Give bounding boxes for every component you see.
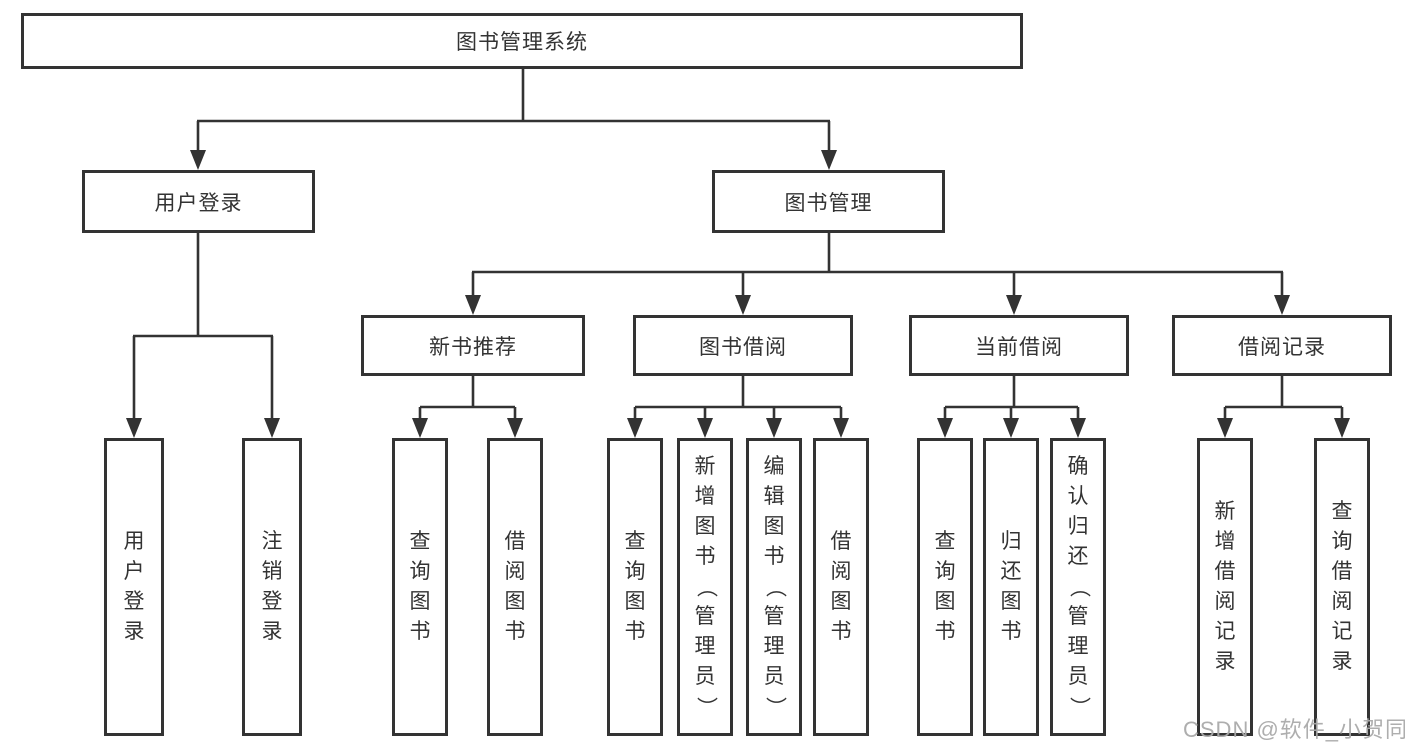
leaf-add-borrow-record-label: 新增借阅记录	[1214, 500, 1236, 673]
arrow-down-icon	[937, 418, 953, 438]
leaf-user-login: 用户登录	[104, 438, 164, 736]
leaf-add-books-admin-label: 新增图书（管理员）	[694, 455, 717, 718]
arrow-down-icon	[821, 150, 837, 170]
arrow-down-icon	[627, 418, 643, 438]
node-borrow-records: 借阅记录	[1172, 315, 1392, 376]
leaf-query-books-recommend: 查询图书	[392, 438, 448, 736]
leaf-logout-label: 注销登录	[261, 530, 283, 643]
node-current-borrow-label: 当前借阅	[975, 335, 1063, 359]
node-book-borrow: 图书借阅	[633, 315, 853, 376]
arrow-down-icon	[126, 418, 142, 438]
leaf-edit-books-admin-label: 编辑图书（管理员）	[763, 455, 786, 718]
node-new-book-recommend: 新书推荐	[361, 315, 585, 376]
csdn-watermark: CSDN @软件_小贺同学	[1183, 717, 1405, 742]
leaf-query-books-recommend-label: 查询图书	[409, 530, 431, 643]
leaf-query-borrow-record-label: 查询借阅记录	[1331, 500, 1353, 673]
node-root: 图书管理系统	[21, 13, 1023, 69]
node-book-management-label: 图书管理	[784, 191, 873, 215]
arrow-down-icon	[264, 418, 280, 438]
node-book-borrow-label: 图书借阅	[699, 335, 787, 359]
leaf-return-books-label: 归还图书	[1000, 530, 1022, 643]
leaf-query-books-borrow: 查询图书	[607, 438, 663, 736]
leaf-query-books-current: 查询图书	[917, 438, 973, 736]
arrow-down-icon	[766, 418, 782, 438]
arrow-down-icon	[735, 295, 751, 315]
node-user-login-label: 用户登录	[154, 191, 243, 215]
node-book-management: 图书管理	[712, 170, 945, 233]
arrow-down-icon	[1070, 418, 1086, 438]
arrow-down-icon	[412, 418, 428, 438]
node-current-borrow: 当前借阅	[909, 315, 1129, 376]
arrow-down-icon	[1217, 418, 1233, 438]
leaf-add-borrow-record: 新增借阅记录	[1197, 438, 1253, 736]
leaf-confirm-return-admin-label: 确认归还（管理员）	[1067, 455, 1090, 718]
leaf-return-books: 归还图书	[983, 438, 1039, 736]
arrow-down-icon	[1274, 295, 1290, 315]
leaf-borrow-books-label: 借阅图书	[830, 530, 852, 643]
leaf-add-books-admin: 新增图书（管理员）	[677, 438, 733, 736]
node-borrow-records-label: 借阅记录	[1238, 335, 1326, 359]
node-new-book-recommend-label: 新书推荐	[429, 335, 517, 359]
leaf-user-login-label: 用户登录	[123, 530, 145, 643]
leaf-edit-books-admin: 编辑图书（管理员）	[746, 438, 802, 736]
arrow-down-icon	[1334, 418, 1350, 438]
leaf-confirm-return-admin: 确认归还（管理员）	[1050, 438, 1106, 736]
arrow-down-icon	[507, 418, 523, 438]
leaf-query-borrow-record: 查询借阅记录	[1314, 438, 1370, 736]
arrow-down-icon	[833, 418, 849, 438]
node-user-login: 用户登录	[82, 170, 315, 233]
node-root-label: 图书管理系统	[456, 31, 588, 54]
leaf-borrow-books-recommend-label: 借阅图书	[504, 530, 526, 643]
leaf-borrow-books: 借阅图书	[813, 438, 869, 736]
leaf-logout: 注销登录	[242, 438, 302, 736]
arrow-down-icon	[1003, 418, 1019, 438]
arrow-down-icon	[190, 150, 206, 170]
arrow-down-icon	[465, 295, 481, 315]
leaf-borrow-books-recommend: 借阅图书	[487, 438, 543, 736]
arrow-down-icon	[697, 418, 713, 438]
leaf-query-books-borrow-label: 查询图书	[624, 530, 646, 643]
leaf-query-books-current-label: 查询图书	[934, 530, 956, 643]
arrow-down-icon	[1006, 295, 1022, 315]
